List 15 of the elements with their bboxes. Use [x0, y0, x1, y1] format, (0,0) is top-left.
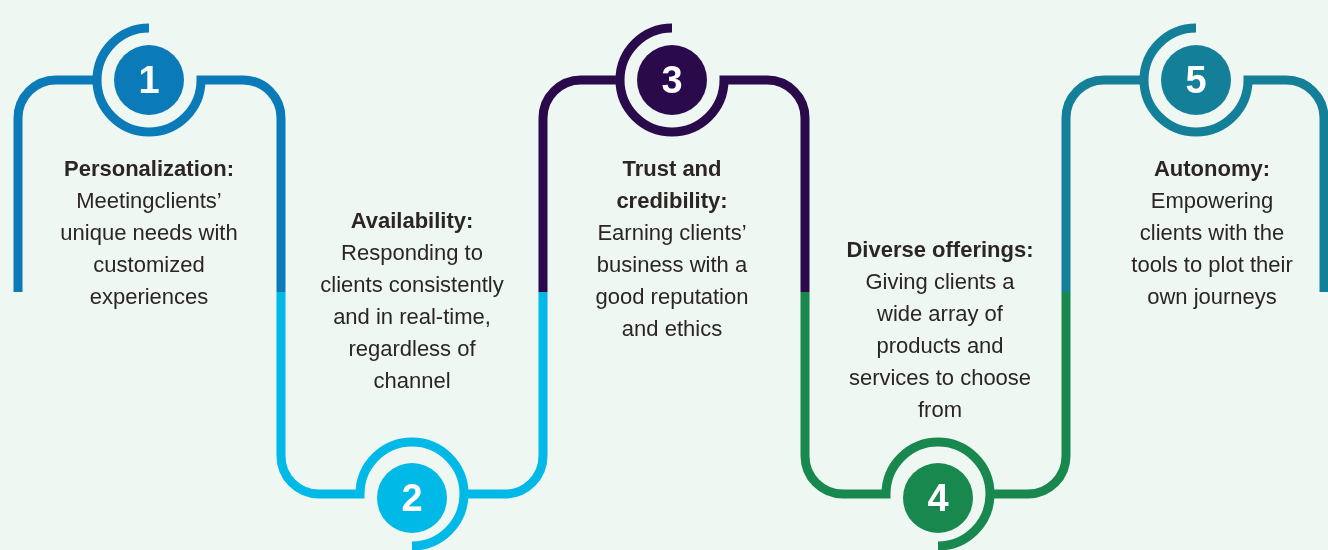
step-description: Earning clients’ business with a good reputation and ethics — [594, 219, 750, 343]
step-heading: Diverse offerings: — [845, 236, 1035, 264]
step-number-badge: 3 — [637, 45, 707, 115]
step-heading: Trust and credibility: — [615, 155, 729, 215]
step-description: Empowering clients with the tools to plot their own journeys — [1130, 187, 1294, 311]
step-description: Giving clients a wide array of products and services to choose from — [847, 268, 1033, 424]
step-description: Meetingclients’ unique needs with customized experiences — [59, 187, 239, 311]
step-heading: Availability: — [349, 207, 475, 235]
step-number-badge: 2 — [377, 463, 447, 533]
step-number-badge: 4 — [903, 463, 973, 533]
step-heading: Personalization: — [63, 155, 235, 183]
step-description: Responding to clients consistently and in real-time, regardless of channel — [319, 239, 505, 395]
step-number-badge: 1 — [114, 45, 184, 115]
step-heading: Autonomy: — [1152, 155, 1272, 183]
step-number-badge: 5 — [1161, 45, 1231, 115]
